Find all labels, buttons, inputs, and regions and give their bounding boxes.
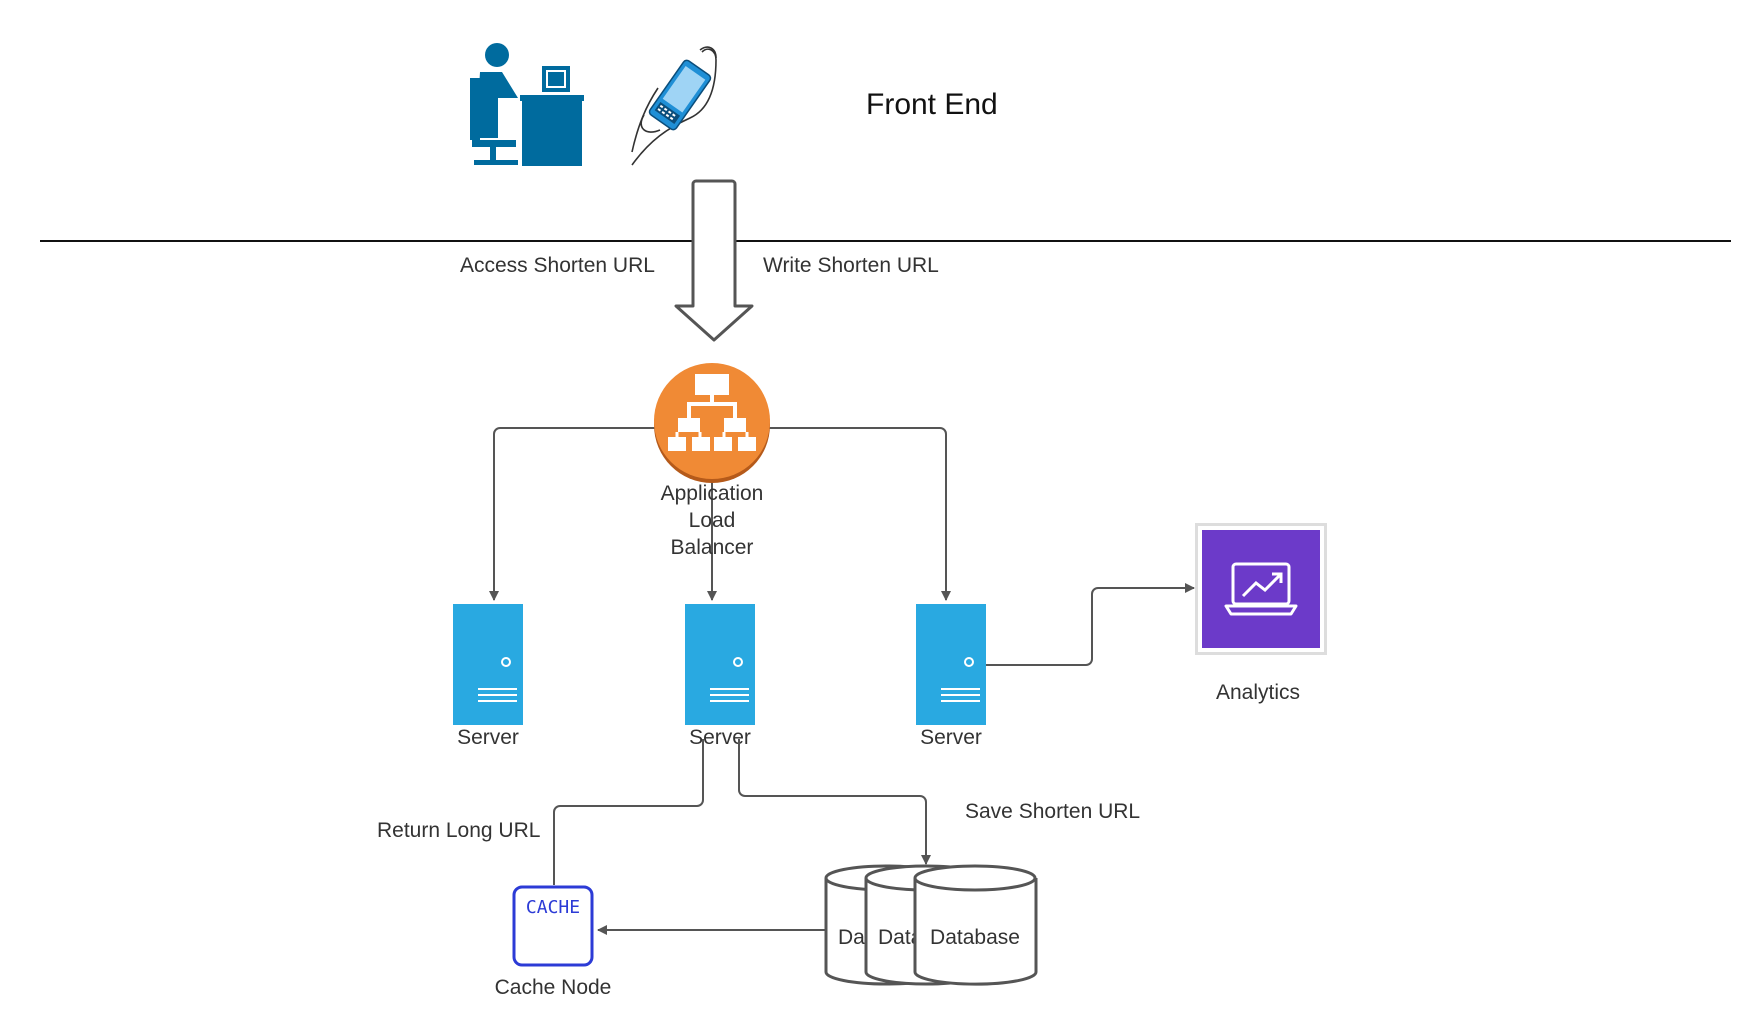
connector-server-database — [738, 739, 931, 865]
server-1-label: Server — [457, 726, 519, 749]
save-shorten-url-label: Save Shorten URL — [965, 800, 1140, 823]
analytics-icon — [1195, 523, 1327, 655]
load-balancer-icon — [654, 363, 770, 483]
access-shorten-url-label: Access Shorten URL — [460, 254, 655, 277]
desktop-user-icon — [470, 43, 584, 166]
connector-lb-server-1 — [489, 427, 658, 601]
connector-lb-server-3 — [766, 427, 951, 601]
server-2 — [685, 604, 755, 725]
database-icon — [913, 864, 1038, 986]
load-balancer-label-line2: Load — [689, 509, 736, 532]
mobile-device-icon — [631, 46, 717, 166]
database-3-label: Database — [930, 926, 1020, 949]
front-end-title: Front End — [866, 88, 998, 121]
connector-server-analytics — [986, 583, 1195, 666]
server-2-label: Server — [689, 726, 751, 749]
cache-badge-text: CACHE — [526, 897, 580, 918]
server-3-label: Server — [920, 726, 982, 749]
server-icon — [685, 604, 755, 725]
connector-server-cache — [553, 739, 704, 885]
server-icon — [916, 604, 986, 725]
database-2-label: Data — [878, 926, 923, 949]
server-icon — [453, 604, 523, 725]
analytics-label: Analytics — [1216, 681, 1300, 704]
cache-icon — [512, 885, 594, 967]
server-1 — [453, 604, 523, 725]
load-balancer-label-line3: Balancer — [671, 536, 754, 559]
database-1-label: Da — [838, 926, 865, 949]
server-3 — [916, 604, 986, 725]
request-flow-arrow — [674, 179, 754, 342]
load-balancer-label-line1: Application — [661, 482, 764, 505]
write-shorten-url-label: Write Shorten URL — [763, 254, 939, 277]
cache-node-label: Cache Node — [495, 976, 612, 999]
return-long-url-label: Return Long URL — [377, 819, 540, 842]
